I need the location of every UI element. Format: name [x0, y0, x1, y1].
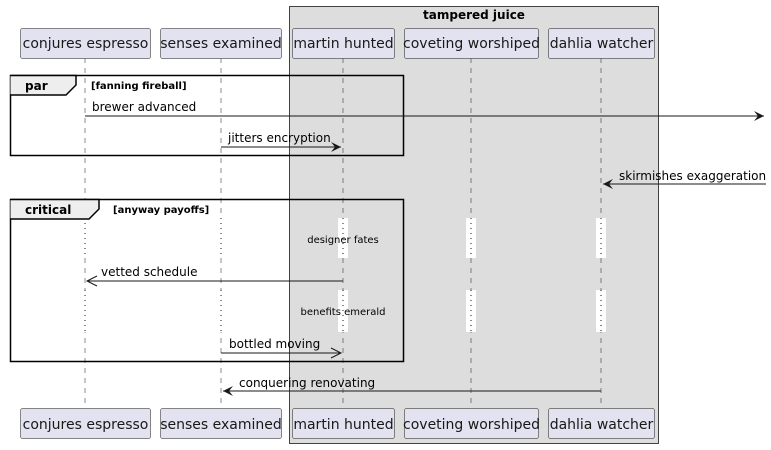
svg-text:senses examined: senses examined — [160, 417, 282, 433]
svg-text:jitters encryption: jitters encryption — [227, 131, 331, 145]
svg-text:brewer advanced: brewer advanced — [92, 100, 196, 114]
svg-text:bottled moving: bottled moving — [229, 337, 320, 351]
fragment-critical-condition: [anyway payoffs] — [113, 205, 209, 216]
message-brewer-advanced: brewer advanced — [85, 100, 764, 121]
svg-text:martin hunted: martin hunted — [293, 36, 393, 52]
svg-text:conjures espresso: conjures espresso — [23, 417, 149, 433]
participant-dahlia-watcher-top: dahlia watcher — [548, 28, 655, 59]
svg-text:conquering renovating: conquering renovating — [239, 376, 375, 390]
message-conquering-renovating: conquering renovating — [223, 376, 601, 396]
svg-text:senses examined: senses examined — [160, 36, 282, 52]
message-jitters-encryption: jitters encryption — [221, 131, 341, 152]
message-skirmishes-exaggeration: skirmishes exaggeration — [603, 169, 766, 189]
svg-text:coveting worshiped: coveting worshiped — [403, 417, 540, 433]
participant-dahlia-watcher-bottom: dahlia watcher — [548, 408, 655, 439]
fragment-par-keyword: par — [25, 79, 48, 93]
svg-text:vetted schedule: vetted schedule — [101, 265, 198, 279]
svg-text:martin hunted: martin hunted — [293, 417, 393, 433]
participant-senses-examined-bottom: senses examined — [160, 408, 282, 439]
message-vetted-schedule: vetted schedule — [85, 265, 343, 287]
participant-conjures-espresso-bottom: conjures espresso — [20, 408, 151, 439]
delay-label-designer-fates: designer fates — [307, 235, 379, 246]
delay-label-benefits-emerald: benefits emerald — [300, 307, 385, 318]
message-bottled-moving: bottled moving — [221, 337, 343, 359]
fragment-critical: critical [anyway payoffs] — [9, 198, 405, 363]
svg-text:dahlia watcher: dahlia watcher — [550, 417, 654, 433]
participant-senses-examined-top: senses examined — [160, 28, 282, 59]
svg-text:skirmishes exaggeration: skirmishes exaggeration — [619, 169, 766, 183]
participant-coveting-worshiped-top: coveting worshiped — [403, 28, 540, 59]
svg-text:coveting worshiped: coveting worshiped — [403, 36, 540, 52]
svg-text:dahlia watcher: dahlia watcher — [550, 36, 654, 52]
participant-box-title: tampered juice — [423, 8, 525, 22]
fragment-critical-keyword: critical — [25, 203, 71, 217]
delay-dots — [84, 218, 602, 332]
fragment-par-condition: [fanning fireball] — [91, 81, 187, 92]
participant-conjures-espresso-top: conjures espresso — [20, 28, 151, 59]
participant-martin-hunted-bottom: martin hunted — [292, 408, 395, 439]
participant-coveting-worshiped-bottom: coveting worshiped — [403, 408, 540, 439]
svg-text:conjures espresso: conjures espresso — [23, 36, 149, 52]
participant-martin-hunted-top: martin hunted — [292, 28, 395, 59]
